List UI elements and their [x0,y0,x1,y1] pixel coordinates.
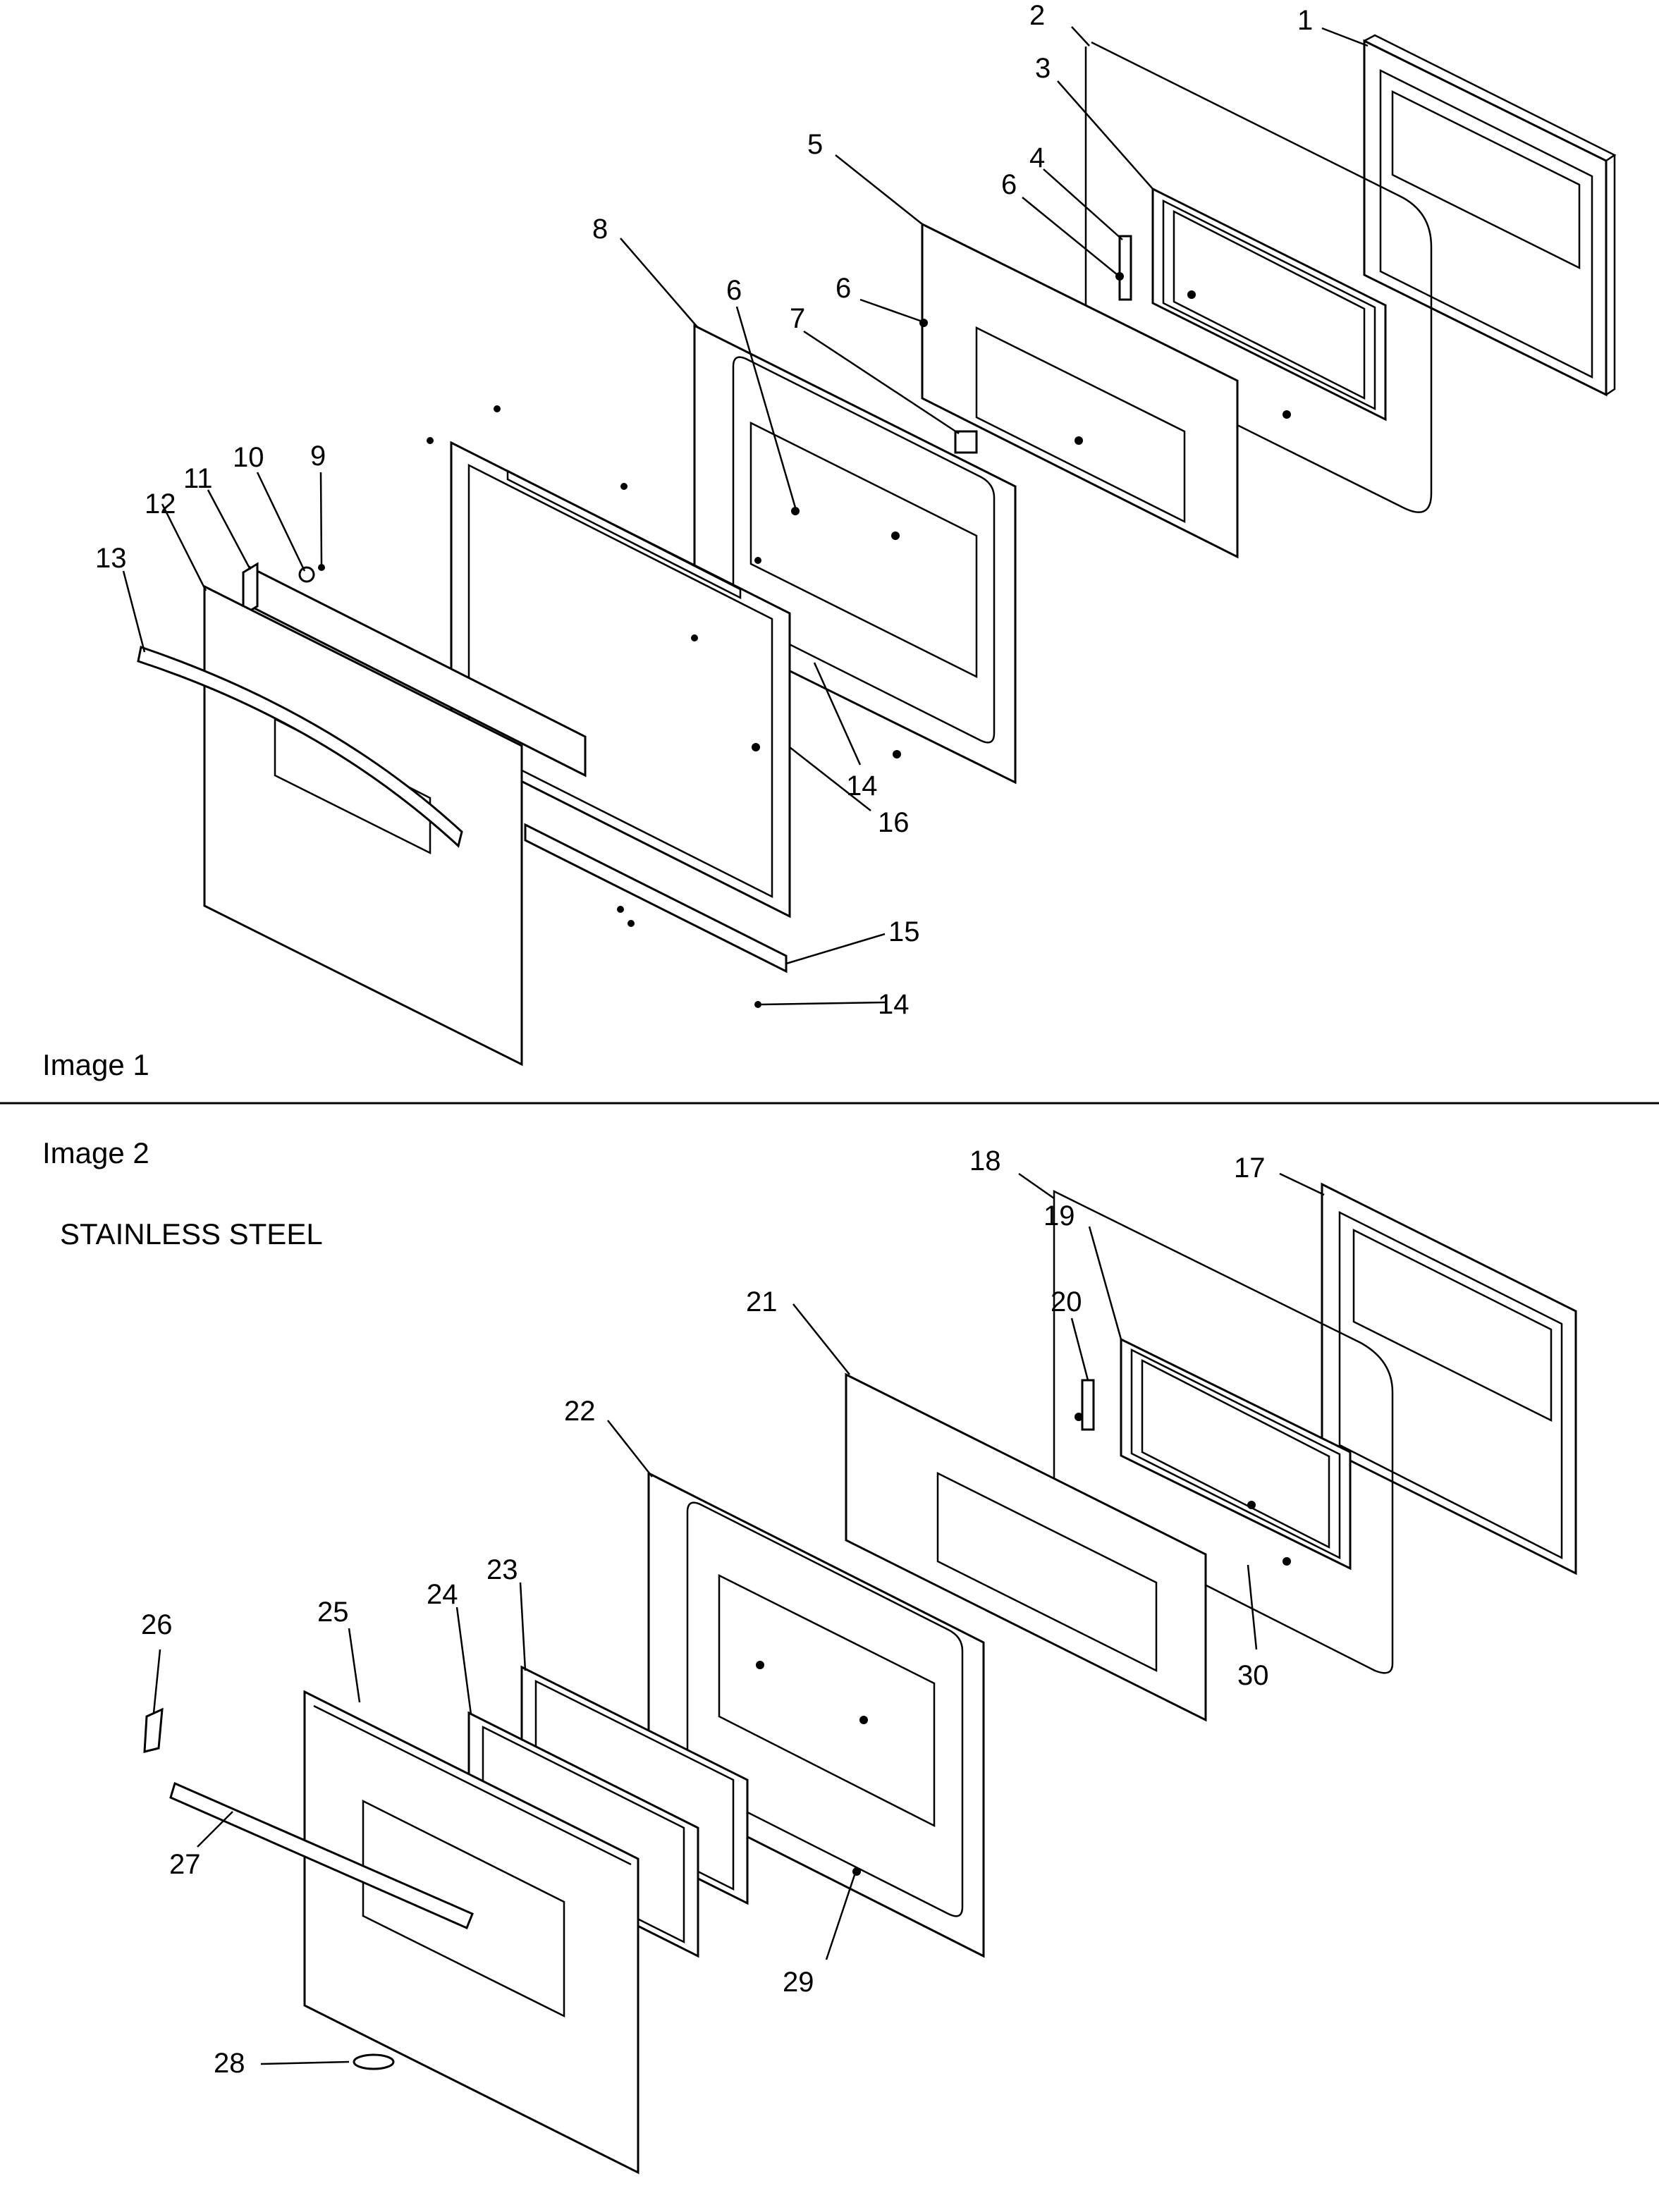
callout-14b: 14 [878,989,910,1020]
callout-19: 19 [1043,1200,1075,1231]
part-17-outer-liner [1321,1182,1577,1575]
callout-14a: 14 [846,770,878,801]
callout-5: 5 [807,129,823,160]
callout-2: 2 [1029,0,1045,31]
callout-18: 18 [969,1145,1001,1176]
callout-20: 20 [1051,1286,1082,1317]
part-21-inner-panel [845,1372,1207,1722]
callout-3: 3 [1035,53,1051,84]
callout-24: 24 [427,1579,458,1610]
panel-2-caption: Image 2 [42,1136,149,1169]
part-5-inner-panel [921,222,1239,559]
callout-10: 10 [233,442,264,473]
part-10-washer [298,566,315,583]
part-13-handle [137,646,463,848]
part-25-outer-door [303,1690,639,2175]
part-20-bracket [1081,1379,1095,1431]
callout-1: 1 [1297,5,1313,36]
panel-2-subtitle: STAINLESS STEEL [60,1217,323,1251]
callout-4: 4 [1029,142,1045,173]
callout-22: 22 [564,1396,596,1427]
part-27-handle-bar [169,1781,474,1929]
part-3-window-pack [1151,187,1387,422]
callout-25: 25 [317,1597,349,1628]
callout-15: 15 [888,916,920,947]
callout-9: 9 [310,441,326,472]
panel-1: 1 2 3 4 5 6 6 6 7 8 9 10 11 12 13 14 14 … [42,0,1617,1081]
fasteners [427,272,1291,1008]
callout-30: 30 [1237,1660,1269,1691]
callout-27: 27 [169,1849,201,1880]
part-19-window-pack [1120,1337,1352,1571]
callout-8: 8 [592,214,608,245]
part-7-clip [954,430,978,454]
callout-6a: 6 [1001,169,1017,200]
callout-28: 28 [214,2048,245,2079]
callouts-panel-2: 17 18 19 20 21 22 23 24 25 26 27 28 29 3… [141,1145,1269,2079]
leader-lines-2 [152,1172,1325,2065]
part-15-bottom-trim [524,823,788,973]
panel-1-caption: Image 1 [42,1048,149,1081]
part-28-badge [353,2053,395,2070]
callout-7: 7 [790,303,805,334]
callout-12: 12 [145,489,176,520]
callout-26: 26 [141,1609,173,1640]
part-18-gasket [1053,1189,1394,1674]
callout-21: 21 [746,1286,778,1317]
panel-2: Image 2 STAINLESS STEEL [42,1136,1577,2175]
part-4-bracket [1118,235,1132,301]
callouts-panel-1: 1 2 3 4 5 6 6 6 7 8 9 10 11 12 13 14 14 … [95,0,1313,1020]
part-22-inner-frame [647,1471,985,1958]
callout-6b: 6 [835,273,851,304]
part-9-screw [318,564,325,571]
part-11-top-trim [242,562,587,778]
callout-11: 11 [183,463,213,494]
callout-23: 23 [486,1554,518,1585]
fasteners-2 [756,1413,1291,1876]
callout-29: 29 [783,1967,814,1998]
part-16-glass-frame [450,441,791,918]
part-1-outer-liner [1363,34,1617,397]
callout-13: 13 [95,543,127,574]
part-26-end-cap [143,1707,164,1753]
callout-17: 17 [1234,1153,1266,1184]
callout-6c: 6 [726,275,742,306]
leader-lines-1 [122,26,1369,1006]
callout-16: 16 [878,807,910,838]
